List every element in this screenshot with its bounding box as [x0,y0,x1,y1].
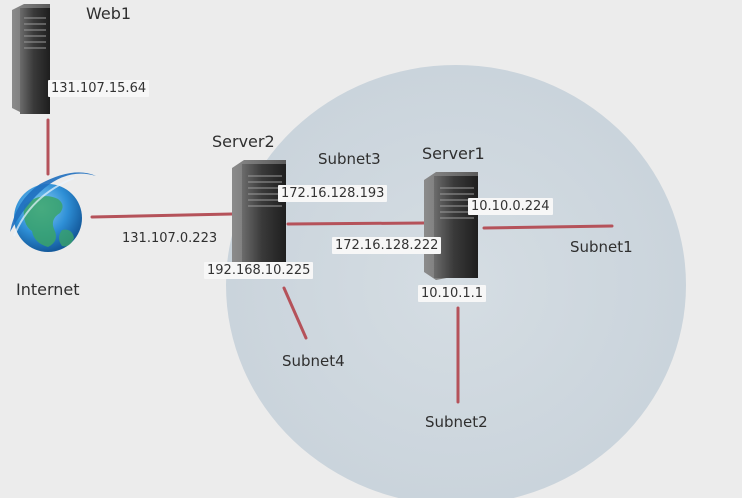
link-server2-subnet4 [282,286,308,340]
server2-subnet3-ip-label: 172.16.128.193 [278,185,388,202]
server2-tower-icon [232,160,286,278]
server2-subnet4-ip-label: 192.168.10.225 [204,262,314,279]
subnet4-label: Subnet4 [282,352,345,370]
network-links [46,118,614,404]
internet-label: Internet [16,280,80,299]
server1-subnet2-ip-label: 10.10.1.1 [418,285,487,302]
server2-label: Server2 [212,132,275,151]
link-internet-server2 [90,212,234,219]
web1-ip-label: 131.107.15.64 [48,80,150,97]
internet-globe-icon [10,172,96,252]
server1-label: Server1 [422,144,485,163]
subnet1-label: Subnet1 [570,238,633,256]
link-server2-server1 [286,221,426,226]
web1-label: Web1 [86,4,132,23]
server1-subnet3-ip-label: 172.16.128.222 [332,237,442,254]
internal-network-zone [226,65,686,498]
server1-tower-icon [424,172,478,280]
web1-server-icon [12,4,50,114]
server1-subnet1-ip-label: 10.10.0.224 [468,198,553,215]
subnet2-label: Subnet2 [425,413,488,431]
subnet3-label: Subnet3 [318,150,381,168]
server2-internet-ip-label: 131.107.0.223 [122,231,218,246]
link-server1-subnet1 [482,224,614,230]
